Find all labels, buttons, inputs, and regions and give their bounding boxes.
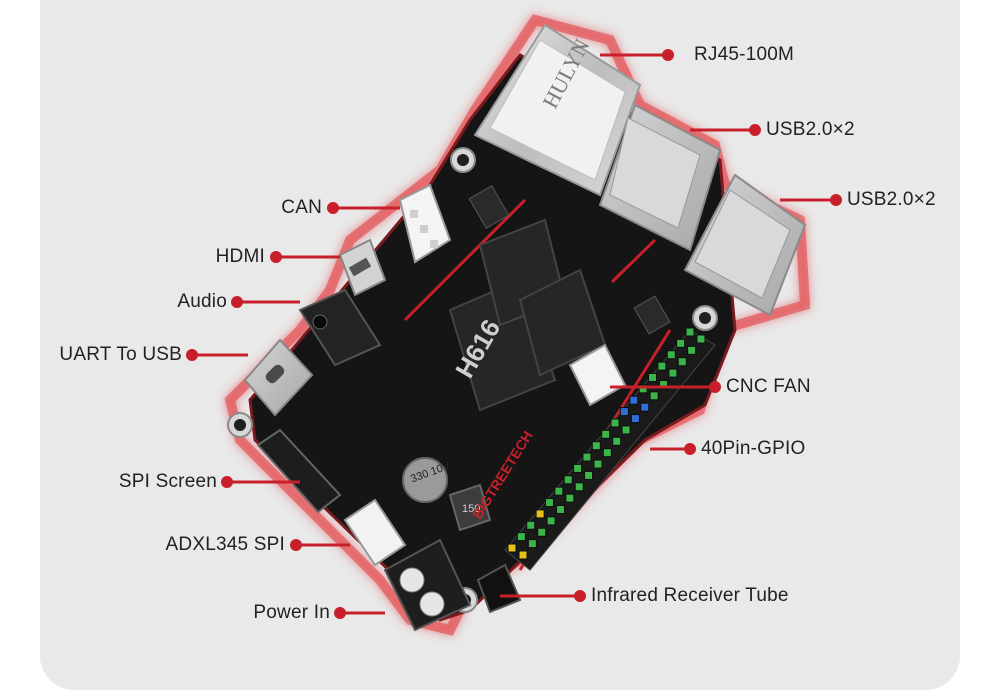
uart-usbc-port — [243, 338, 314, 417]
gpio-pin — [544, 498, 554, 508]
label-power: Power In — [253, 602, 330, 623]
gpio-pin — [573, 463, 583, 473]
gpio-pin — [685, 327, 695, 337]
gpio-pin — [630, 414, 640, 424]
usb-port-top — [598, 103, 722, 252]
label-can: CAN — [281, 197, 322, 218]
gpio-pin — [601, 429, 611, 439]
gpio-pin — [563, 475, 573, 485]
gpio-pin — [591, 441, 601, 451]
gpio-pin — [619, 407, 629, 417]
can-connector — [398, 183, 452, 264]
inductor2-text: 150 — [462, 503, 480, 515]
gpio-pin — [687, 345, 697, 355]
label-usb-bottom: USB2.0×2 — [847, 189, 936, 210]
callout-dots — [186, 49, 842, 619]
label-hdmi: HDMI — [215, 246, 265, 267]
ram-chips — [478, 218, 607, 377]
gpio-pin — [649, 391, 659, 401]
label-usb-top: USB2.0×2 — [766, 119, 855, 140]
ir-receiver — [476, 563, 522, 614]
can-header — [468, 185, 510, 229]
gpio-pin — [668, 368, 678, 378]
inductor-square: 150 — [448, 483, 492, 532]
inductor-capacitor: 330 10V — [402, 457, 452, 503]
gpio-pins — [507, 327, 706, 560]
label-audio: Audio — [177, 291, 227, 312]
audio-jack — [298, 288, 382, 367]
gpio-pin — [516, 532, 526, 542]
gpio-pin — [582, 452, 592, 462]
gpio-pin — [526, 520, 536, 530]
usb-port-bottom — [683, 173, 807, 317]
gpio-pin — [657, 361, 667, 371]
gpio-pin — [640, 402, 650, 412]
gpio-pin — [629, 395, 639, 405]
gpio-pin — [648, 372, 658, 382]
gpio-pin — [676, 338, 686, 348]
gpio-pin — [666, 350, 676, 360]
gpio-pin — [574, 482, 584, 492]
label-gpio: 40Pin-GPIO — [701, 438, 806, 459]
gpio-pin — [537, 527, 547, 537]
gpio-pin — [518, 550, 528, 560]
label-spi-screen: SPI Screen — [118, 471, 217, 492]
gpio-pin — [593, 459, 603, 469]
label-rj45: RJ45-100M — [694, 44, 795, 65]
gpio-pin — [638, 384, 648, 394]
gpio-pin — [527, 539, 537, 549]
gpio-pin — [507, 543, 517, 553]
label-cnc-fan: CNC FAN — [726, 376, 811, 397]
gpio-pin — [535, 509, 545, 519]
gpio-pin — [612, 436, 622, 446]
gpio-pin — [677, 357, 687, 367]
label-adxl: ADXL345 SPI — [165, 534, 285, 555]
gpio-pin — [546, 516, 556, 526]
label-ir: Infrared Receiver Tube — [591, 585, 789, 606]
cnc-fan-connector — [568, 343, 627, 407]
label-uart: UART To USB — [59, 344, 182, 365]
gpio-pin — [602, 448, 612, 458]
adxl-connector — [343, 498, 407, 567]
gpio-pin — [555, 505, 565, 515]
gpio-pin — [565, 493, 575, 503]
gpio-pin — [621, 425, 631, 435]
gpio-pin — [584, 470, 594, 480]
spi-screen-connector — [256, 428, 342, 514]
gpio-pin — [610, 418, 620, 428]
fan-header — [633, 295, 671, 335]
gpio-pin — [696, 334, 706, 344]
hdmi-port — [338, 238, 387, 297]
power-terminal — [383, 538, 472, 632]
callout-lines — [192, 53, 836, 615]
gpio-pin — [554, 486, 564, 496]
rj45-port: HULYN — [473, 23, 642, 197]
